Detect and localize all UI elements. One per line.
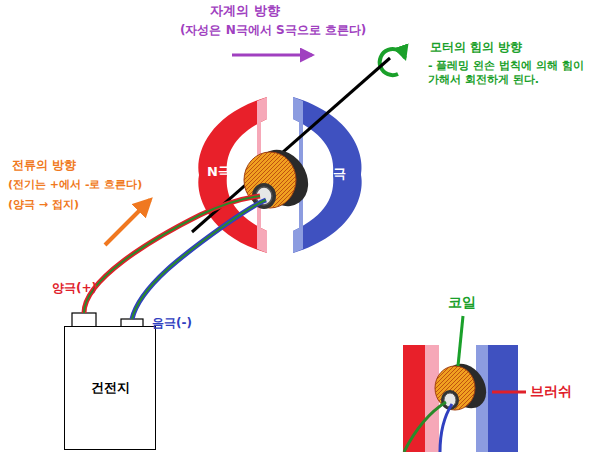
node-label: 건전지 xyxy=(91,379,130,397)
current-note: (양극 → 접지) xyxy=(8,198,79,212)
positive-terminal xyxy=(72,313,96,327)
node-label: N극 xyxy=(207,163,231,181)
brush-leader xyxy=(492,391,526,394)
terminal-label: 양극(+) xyxy=(52,281,97,296)
force-note: - 플레밍 왼손 법칙에 의해 힘이 가해서 회전하게 된다. xyxy=(428,59,593,87)
current-title: 전류의 방향 xyxy=(12,158,76,173)
inset-illustration xyxy=(403,345,518,452)
battery-box: 건전지 xyxy=(64,326,156,450)
field-title: 자계의 방향 xyxy=(210,3,280,19)
coil-leader xyxy=(458,316,463,366)
field-arrow xyxy=(232,54,312,57)
terminal-label: 음극(-) xyxy=(152,316,192,331)
current-note: (전기는 +에서 -로 흐른다) xyxy=(8,178,142,192)
part-label: 브러쉬 xyxy=(530,383,572,401)
current-arrow xyxy=(105,200,150,245)
wires xyxy=(84,196,266,319)
node-label: S극 xyxy=(324,165,346,183)
part-label: 코일 xyxy=(448,294,476,312)
field-note: (자성은 N극에서 S극으로 흐른다) xyxy=(180,23,366,38)
force-title: 모터의 힘의 방향 xyxy=(430,40,522,55)
inset-rotor xyxy=(404,356,495,452)
